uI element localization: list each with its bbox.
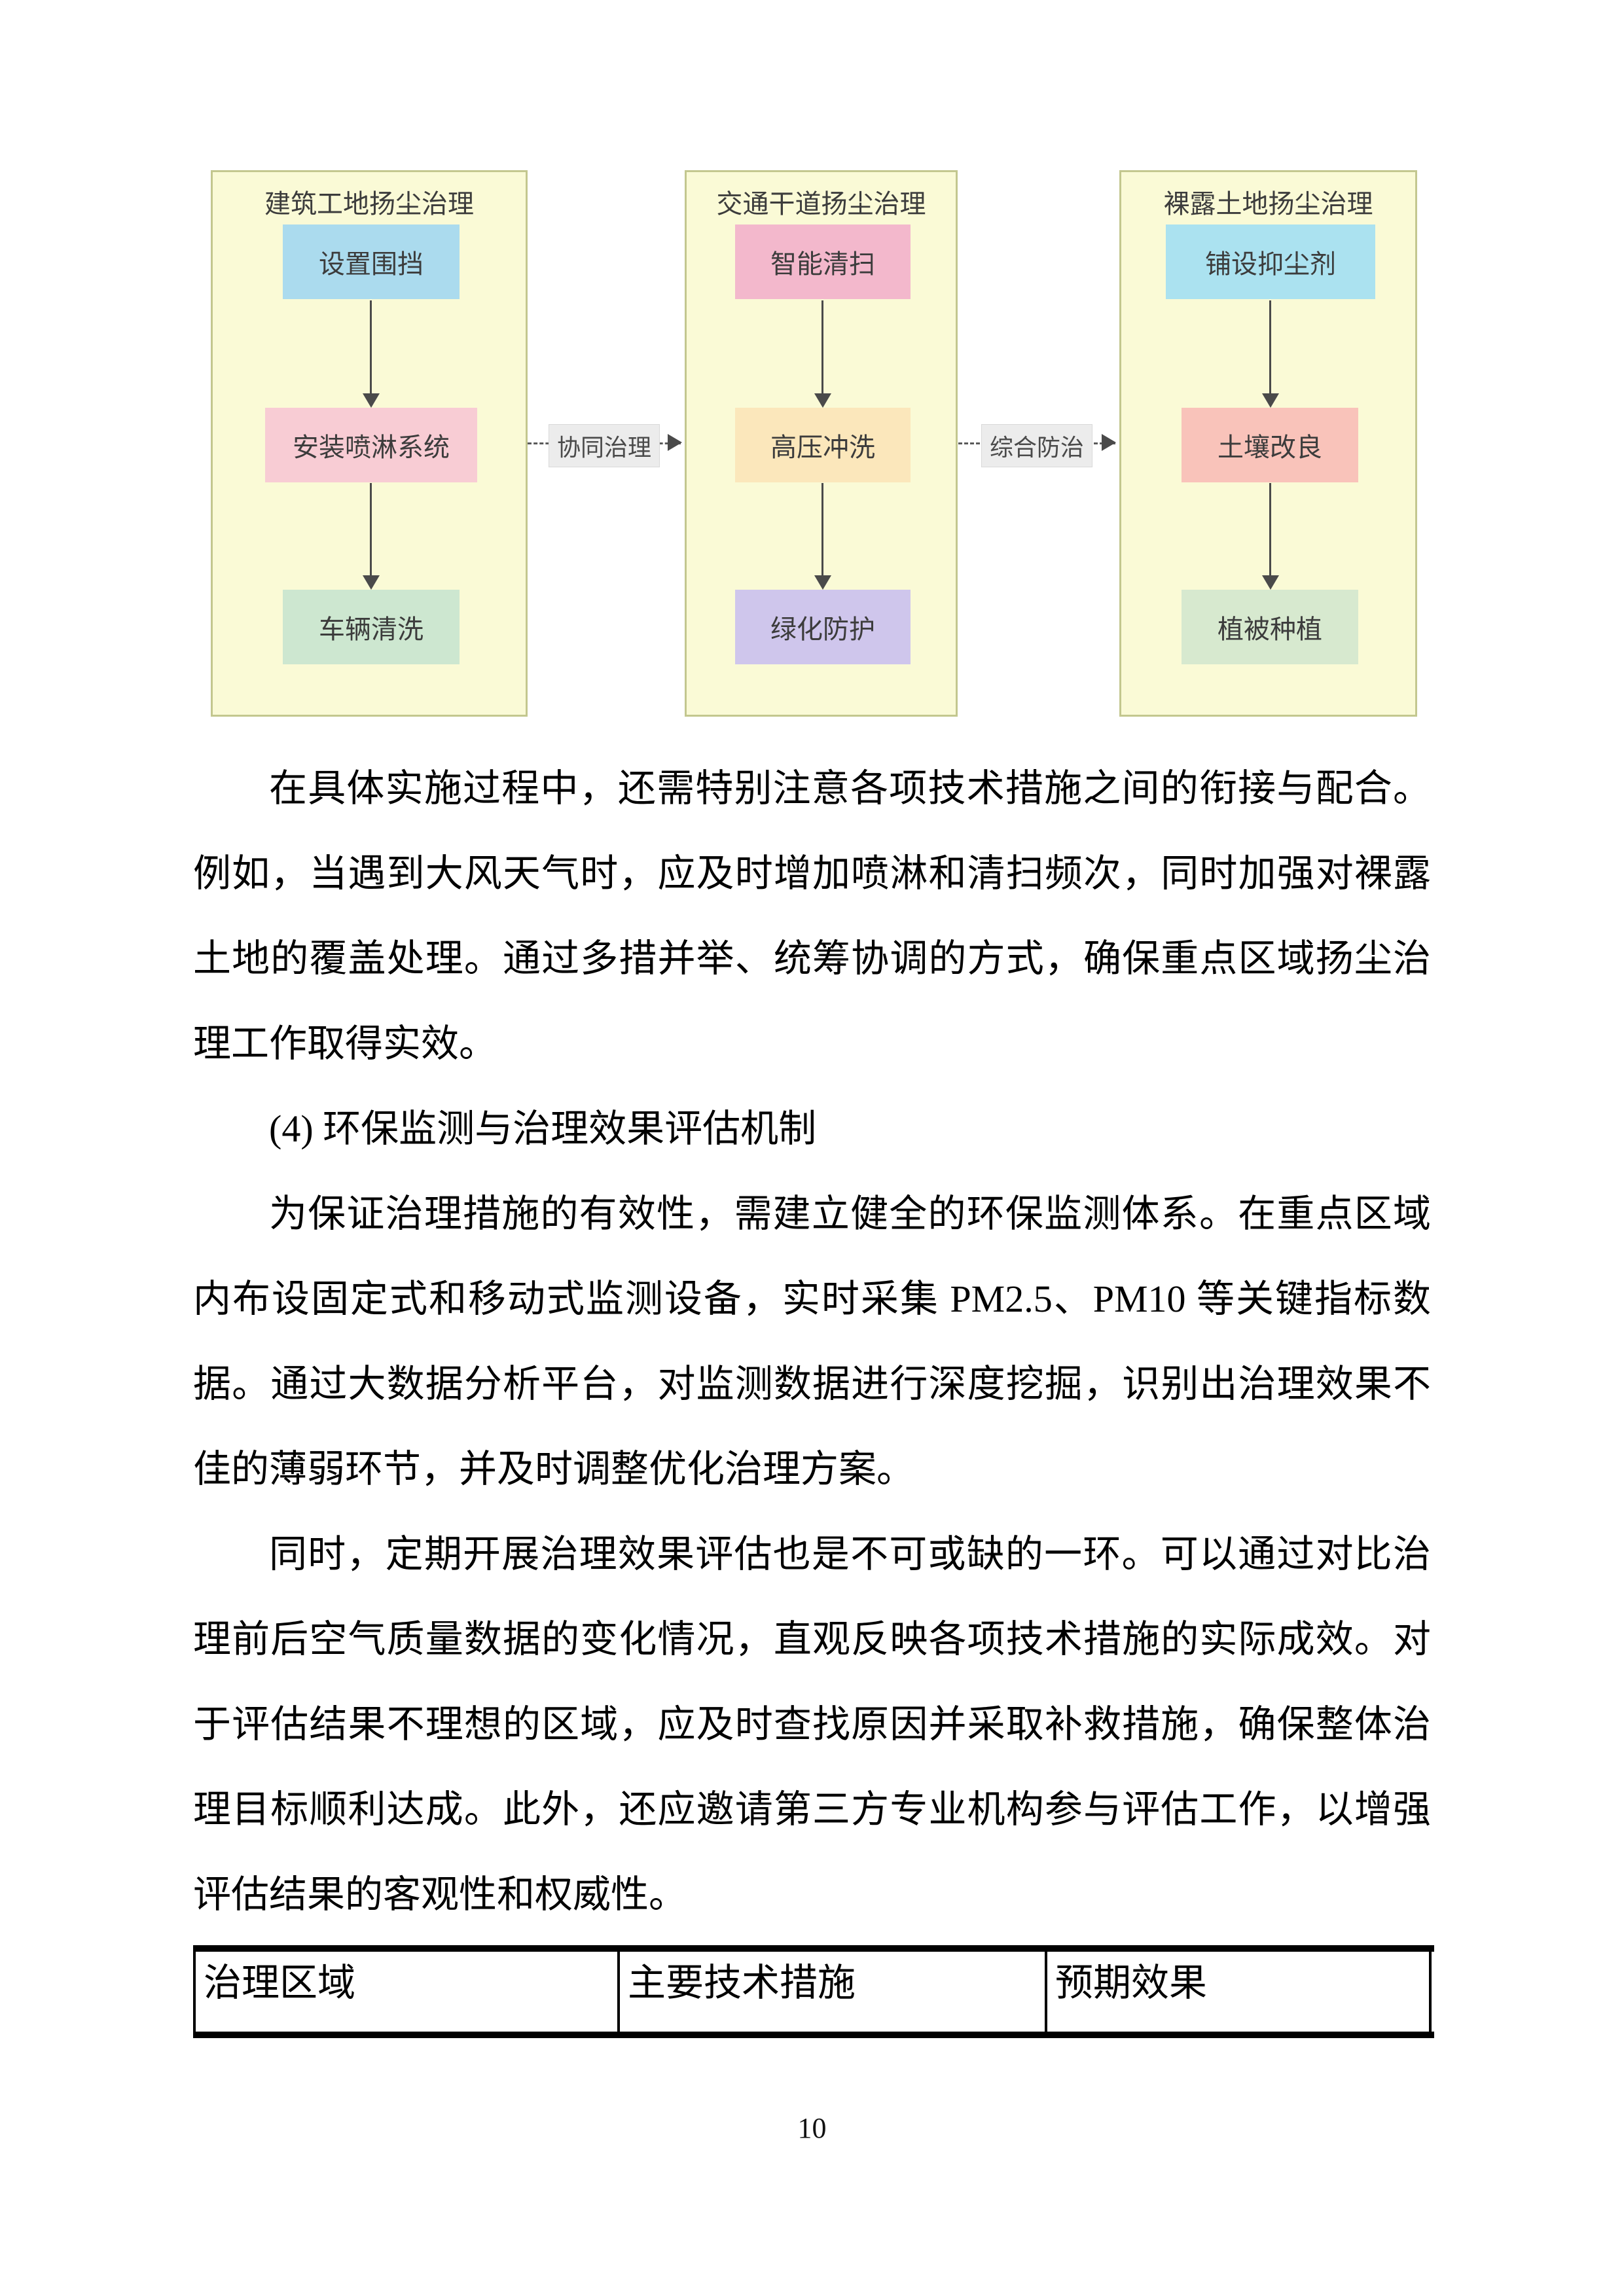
arrow-right-icon bbox=[1102, 434, 1116, 451]
arrow-down-icon bbox=[1262, 393, 1279, 408]
arrow-right-icon bbox=[668, 434, 682, 451]
arrow-down-icon bbox=[363, 575, 380, 590]
paragraph-monitoring: 为保证治理措施的有效性，需建立健全的环保监测体系。在重点区域内布设固定式和移动式… bbox=[193, 1193, 1431, 1490]
flow-box-dust-suppressant: 铺设抑尘剂 bbox=[1166, 224, 1375, 299]
flow-box-spray-system: 安装喷淋系统 bbox=[265, 408, 477, 482]
arrow-down-icon bbox=[363, 393, 380, 408]
arrow-line bbox=[370, 483, 372, 576]
arrow-line bbox=[1269, 483, 1271, 576]
flow-box-vehicle-washing: 车辆清洗 bbox=[283, 590, 460, 664]
flow-box-fencing: 设置围挡 bbox=[283, 224, 460, 299]
table-header-region: 治理区域 bbox=[193, 1952, 620, 2032]
table-header-measures: 主要技术措施 bbox=[620, 1952, 1047, 2032]
section-heading: (4) 环保监测与治理效果评估机制 bbox=[269, 1107, 817, 1150]
paragraph-evaluation: 同时，定期开展治理效果评估也是不可或缺的一环。可以通过对比治理前后空气质量数据的… bbox=[193, 1533, 1431, 1916]
page-number: 10 bbox=[797, 2112, 827, 2144]
panel-title: 裸露土地扬尘治理 bbox=[1163, 190, 1373, 219]
body-text: 在具体实施过程中，还需特别注意各项技术措施之间的衔接与配合。例如，当遇到大风天气… bbox=[193, 746, 1431, 1937]
arrow-line bbox=[821, 483, 823, 576]
flow-box-soil-improvement: 土壤改良 bbox=[1182, 408, 1358, 482]
arrow-down-icon bbox=[814, 393, 831, 408]
arrow-line bbox=[370, 300, 372, 395]
arrow-down-icon bbox=[1262, 575, 1279, 590]
arrow-line bbox=[821, 300, 823, 395]
summary-table: 治理区域 主要技术措施 预期效果 bbox=[193, 1945, 1434, 2038]
panel-bare-land: 裸露土地扬尘治理 铺设抑尘剂 土壤改良 植被种植 bbox=[1119, 170, 1417, 717]
connector-label-collaborative: 协同治理 bbox=[548, 424, 660, 467]
panel-title: 建筑工地扬尘治理 bbox=[264, 190, 474, 219]
flow-box-smart-sweeping: 智能清扫 bbox=[735, 224, 911, 299]
table-header-expected-effect: 预期效果 bbox=[1047, 1952, 1432, 2032]
panel-title: 交通干道扬尘治理 bbox=[716, 190, 926, 219]
flow-box-high-pressure-flushing: 高压冲洗 bbox=[735, 408, 911, 482]
connector-label-comprehensive: 综合防治 bbox=[981, 424, 1093, 467]
paragraph-implementation: 在具体实施过程中，还需特别注意各项技术措施之间的衔接与配合。例如，当遇到大风天气… bbox=[193, 767, 1431, 1065]
panel-traffic-road: 交通干道扬尘治理 智能清扫 高压冲洗 绿化防护 bbox=[685, 170, 958, 717]
panel-construction-site: 建筑工地扬尘治理 设置围挡 安装喷淋系统 车辆清洗 bbox=[211, 170, 528, 717]
flow-box-greening-protection: 绿化防护 bbox=[735, 590, 911, 664]
arrow-line bbox=[1269, 300, 1271, 395]
flow-box-vegetation-planting: 植被种植 bbox=[1182, 590, 1358, 664]
arrow-down-icon bbox=[814, 575, 831, 590]
